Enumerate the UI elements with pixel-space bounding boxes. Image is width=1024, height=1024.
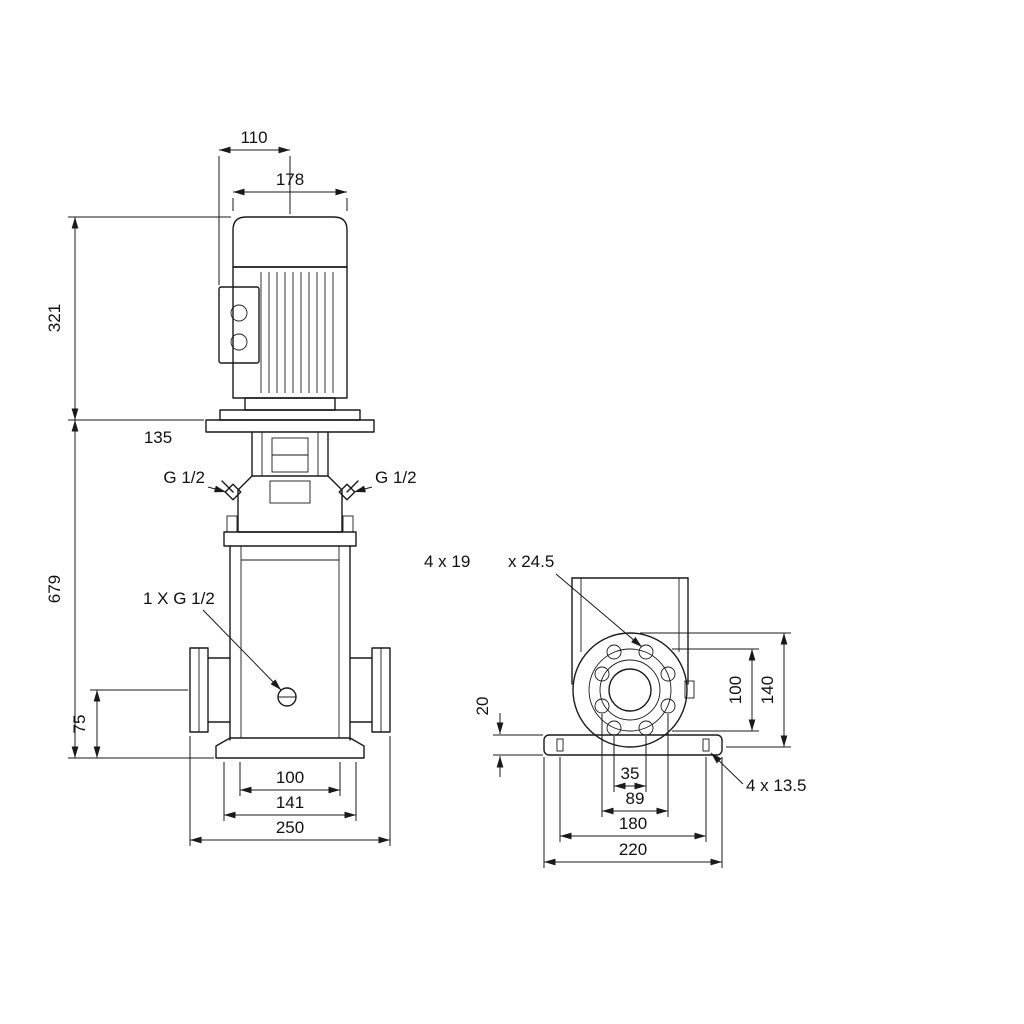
pump-body-side xyxy=(571,577,689,685)
vent-plug-left xyxy=(221,480,242,501)
terminal-box xyxy=(218,286,260,364)
bolt-hole xyxy=(638,644,654,660)
bolt-hole xyxy=(606,644,622,660)
cable-entry-hole xyxy=(230,304,248,322)
label-base-holes: 4 x 13.5 xyxy=(746,776,807,795)
dim-port-face-span: 100 xyxy=(276,768,304,787)
motor-stool xyxy=(251,431,329,477)
label-plug-left: G 1/2 xyxy=(163,468,205,487)
pump-head xyxy=(221,475,359,547)
front-dimensions: 110 178 321 679 135 75 G 1/2 xyxy=(45,128,417,846)
cable-entry-hole xyxy=(230,333,248,351)
base-plate xyxy=(543,734,723,756)
motor xyxy=(205,216,375,433)
dim-hole-span-inner: 35 xyxy=(621,764,640,783)
nameplate-clip xyxy=(684,680,695,699)
dim-base-hole-span: 180 xyxy=(619,814,647,833)
dim-base-plate-thickness: 20 xyxy=(473,697,492,716)
dim-pump-height: 679 xyxy=(45,575,64,603)
head-flange xyxy=(223,531,357,547)
dim-fan-cover-width: 110 xyxy=(240,128,267,147)
side-view: 4 x 19 x 24.5 20 100 140 35 xyxy=(424,552,807,868)
dim-bolt-circle: 100 xyxy=(726,676,745,704)
suction-flange xyxy=(189,647,231,733)
dim-flange-span: 141 xyxy=(276,793,304,812)
label-flange-holes: 4 x 19 xyxy=(424,552,470,571)
bolt-hole xyxy=(660,698,676,714)
discharge-flange xyxy=(349,647,391,733)
label-plug-right: G 1/2 xyxy=(375,468,417,487)
dim-hole-span-outer: 89 xyxy=(626,789,645,808)
tie-rod-nut xyxy=(342,515,354,533)
tie-rod-nut xyxy=(226,515,238,533)
dim-base-length: 220 xyxy=(619,840,647,859)
bolt-hole xyxy=(594,698,610,714)
base-bolt-hole xyxy=(702,738,710,752)
chamber-stack xyxy=(229,545,351,741)
drain-plug xyxy=(277,687,297,707)
dim-overall-width: 250 xyxy=(276,818,304,837)
dim-head-length: 135 xyxy=(144,428,172,447)
bolt-hole xyxy=(660,666,676,682)
dim-motor-height: 321 xyxy=(45,304,64,332)
dim-flange-diameter: 140 xyxy=(758,676,777,704)
front-view: 110 178 321 679 135 75 G 1/2 xyxy=(45,128,417,846)
dim-port-height: 75 xyxy=(70,715,89,734)
label-counterbore: x 24.5 xyxy=(508,552,554,571)
base xyxy=(215,737,365,759)
port-flange xyxy=(572,632,695,748)
base-bolt-hole xyxy=(556,738,564,752)
label-drain-plug: 1 X G 1/2 xyxy=(143,589,215,608)
side-dimensions: 4 x 19 x 24.5 20 100 140 35 xyxy=(424,552,807,868)
dim-motor-width: 178 xyxy=(276,170,304,189)
bolt-hole xyxy=(594,666,610,682)
vent-plug-right xyxy=(338,480,359,501)
